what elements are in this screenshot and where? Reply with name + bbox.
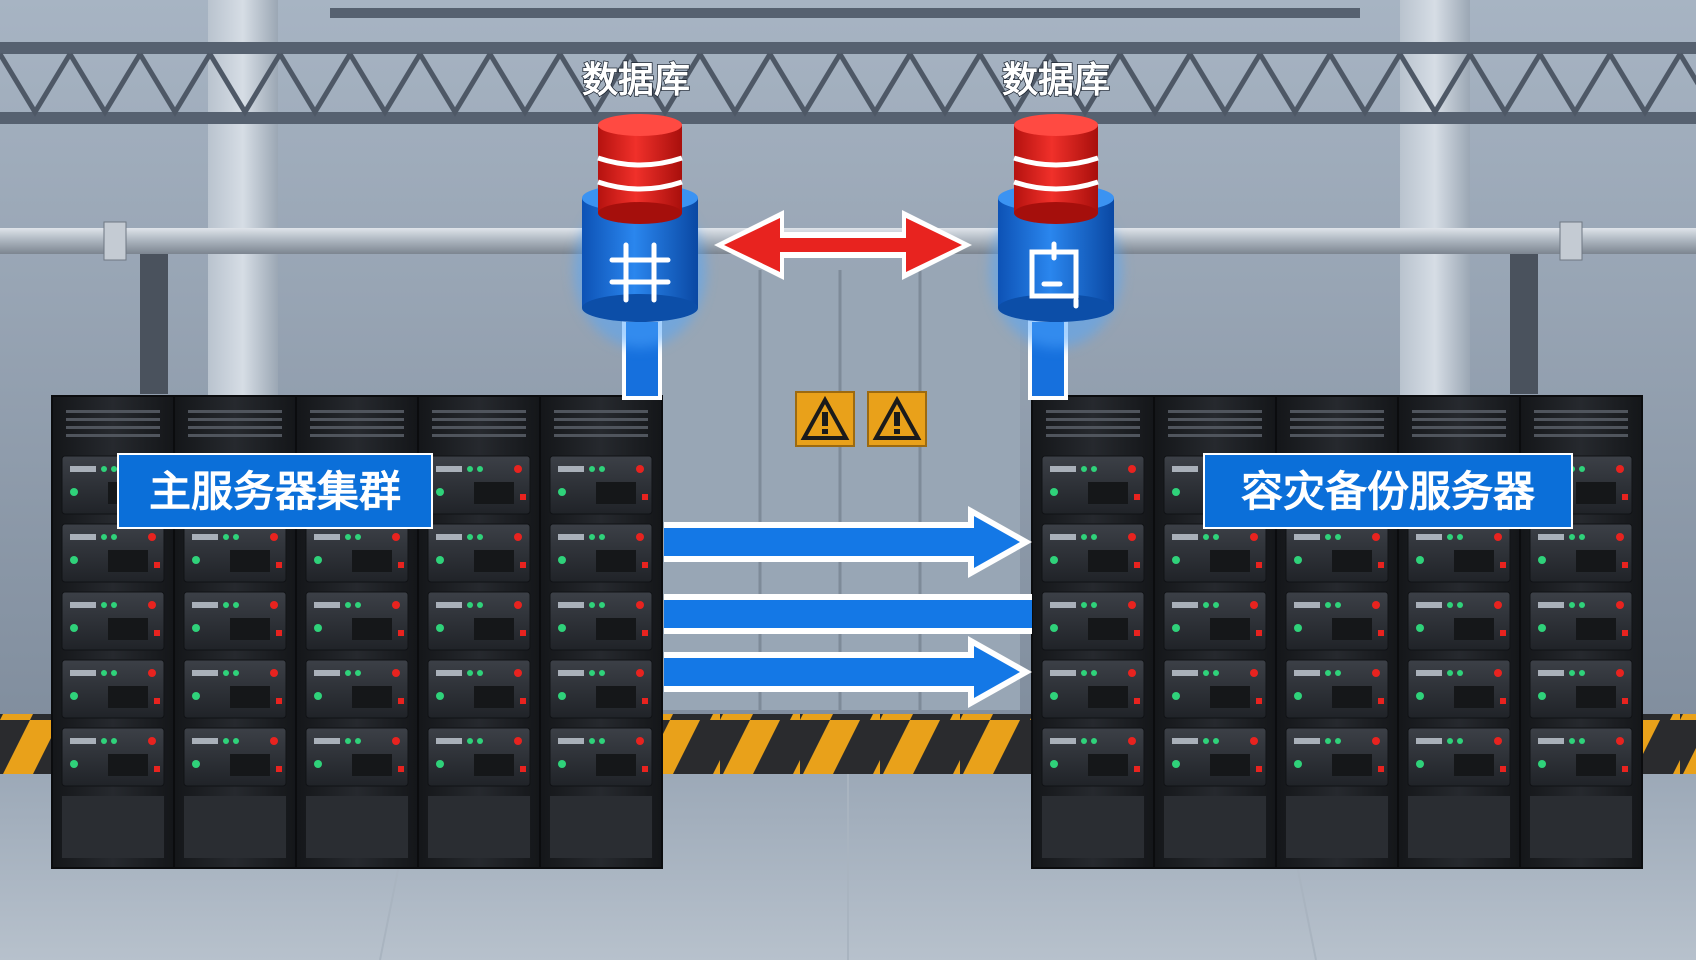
server-unit xyxy=(1164,524,1266,582)
server-unit xyxy=(550,456,652,514)
server-unit xyxy=(1530,660,1632,718)
server-unit xyxy=(62,524,164,582)
server-rack xyxy=(1032,396,1154,868)
server-unit xyxy=(1286,728,1388,786)
server-unit xyxy=(1164,592,1266,650)
server-unit xyxy=(184,728,286,786)
server-unit xyxy=(184,524,286,582)
server-unit xyxy=(1286,524,1388,582)
server-unit xyxy=(428,456,530,514)
server-rack xyxy=(418,396,540,868)
server-unit xyxy=(1408,592,1510,650)
primary-cluster-label: 主服务器集群 xyxy=(118,454,432,528)
server-unit xyxy=(306,592,408,650)
server-rack xyxy=(540,396,662,868)
server-unit xyxy=(1042,456,1144,514)
warning-icon xyxy=(868,392,926,446)
server-unit xyxy=(428,660,530,718)
server-unit xyxy=(1286,592,1388,650)
server-unit xyxy=(306,728,408,786)
server-unit xyxy=(550,660,652,718)
warning-icon xyxy=(796,392,854,446)
server-unit xyxy=(1164,660,1266,718)
server-unit xyxy=(184,660,286,718)
replication-arrows xyxy=(664,506,1032,708)
backup-cluster-label-text: 容灾备份服务器 xyxy=(1241,467,1536,516)
server-unit xyxy=(550,592,652,650)
server-unit xyxy=(1286,660,1388,718)
server-unit xyxy=(62,728,164,786)
server-unit xyxy=(1408,728,1510,786)
server-unit xyxy=(1042,728,1144,786)
server-unit xyxy=(184,592,286,650)
server-unit xyxy=(428,592,530,650)
server-unit xyxy=(62,660,164,718)
server-unit xyxy=(62,592,164,650)
database-right-label: 数据库 xyxy=(1002,60,1110,101)
server-unit xyxy=(1530,592,1632,650)
server-unit xyxy=(550,728,652,786)
server-unit xyxy=(1408,660,1510,718)
server-unit xyxy=(1042,524,1144,582)
server-unit xyxy=(428,524,530,582)
server-unit xyxy=(306,524,408,582)
server-unit xyxy=(550,524,652,582)
server-unit xyxy=(1042,660,1144,718)
server-unit xyxy=(1164,728,1266,786)
backup-cluster-label: 容灾备份服务器 xyxy=(1204,454,1572,528)
replication-bar xyxy=(664,594,1032,634)
server-unit xyxy=(428,728,530,786)
server-unit xyxy=(1408,524,1510,582)
server-unit xyxy=(1530,728,1632,786)
database-left-label: 数据库 xyxy=(582,60,690,101)
server-unit xyxy=(306,660,408,718)
server-unit xyxy=(1530,524,1632,582)
server-unit xyxy=(1042,592,1144,650)
primary-cluster-label-text: 主服务器集群 xyxy=(149,467,401,516)
